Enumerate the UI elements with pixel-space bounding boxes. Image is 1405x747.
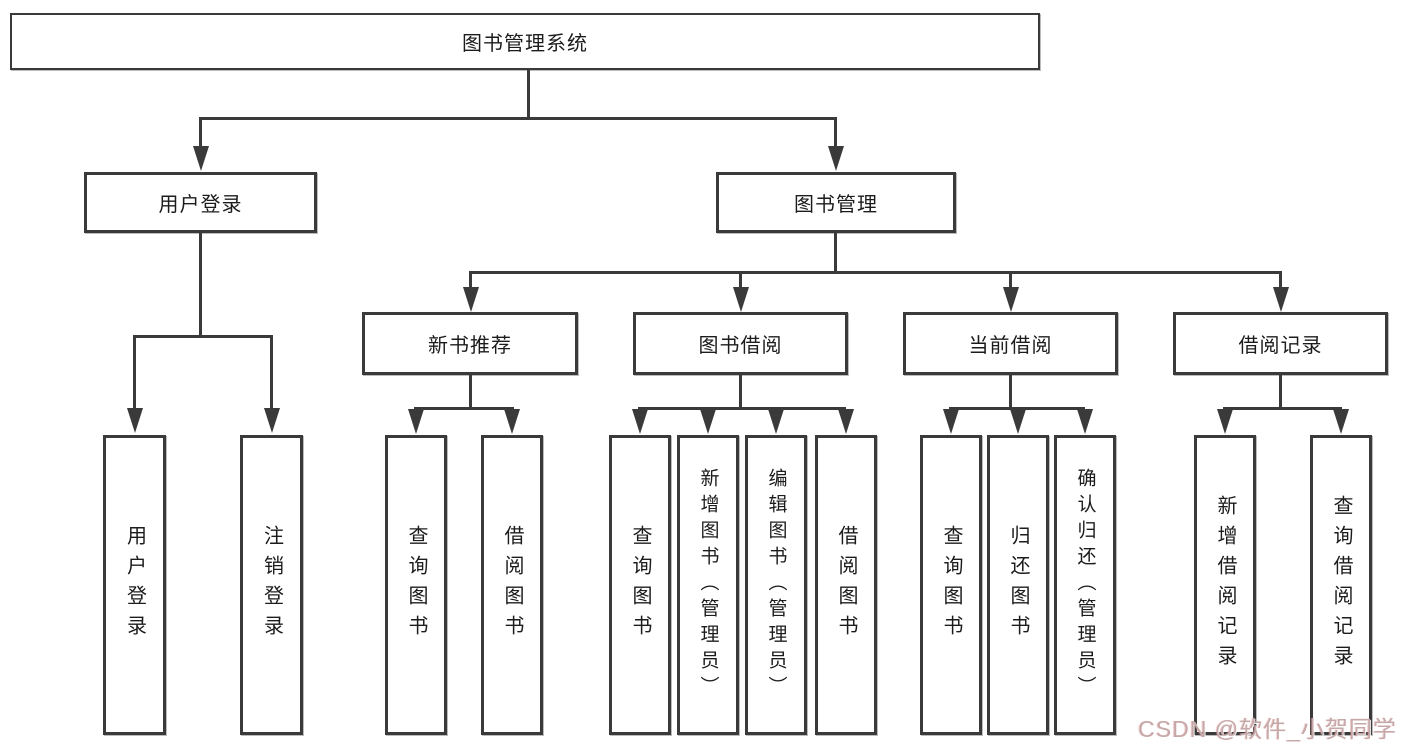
leaf-query-books: 查询图书 <box>920 435 982 735</box>
arrow-down-icon <box>263 408 280 433</box>
connector-line <box>638 407 846 410</box>
connector-line <box>834 233 837 274</box>
arrow-down-icon <box>408 409 424 434</box>
leaf-add-books-admin: 新增图书（管理员） <box>677 435 739 735</box>
connector-line <box>414 407 514 410</box>
leaf-edit-books-admin: 编辑图书（管理员） <box>745 435 807 735</box>
connector-line <box>270 335 273 409</box>
leaf-label: 新增图书（管理员） <box>697 468 719 702</box>
leaf-label: 用户登录 <box>123 525 146 645</box>
leaf-label: 归还图书 <box>1007 525 1029 645</box>
connector-line <box>527 70 530 119</box>
arrow-down-icon <box>700 409 716 434</box>
connector-line <box>199 117 202 148</box>
node-book-borrowing: 图书借阅 <box>633 312 848 375</box>
arrow-down-icon <box>827 146 844 171</box>
connector-line <box>1279 271 1282 289</box>
leaf-logout: 注销登录 <box>240 435 303 735</box>
node-label: 用户登录 <box>158 194 243 216</box>
arrow-down-icon <box>1002 287 1019 312</box>
connector-line <box>739 375 742 410</box>
connector-line <box>834 117 837 148</box>
leaf-return-books: 归还图书 <box>987 435 1049 735</box>
node-new-book-recommendation: 新书推荐 <box>362 312 578 375</box>
node-label: 借阅记录 <box>1238 335 1323 357</box>
leaf-query-books: 查询图书 <box>385 435 447 735</box>
arrow-down-icon <box>1010 409 1026 434</box>
leaf-label: 借阅图书 <box>835 525 857 645</box>
node-book-management: 图书管理 <box>716 172 956 233</box>
arrow-down-icon <box>632 409 648 434</box>
node-label: 图书借阅 <box>698 335 783 357</box>
arrow-down-icon <box>192 146 209 171</box>
leaf-label: 借阅图书 <box>501 525 523 645</box>
arrow-down-icon <box>126 408 143 433</box>
node-label: 当前借阅 <box>968 335 1053 357</box>
connector-line <box>199 117 837 120</box>
arrow-down-icon <box>462 287 479 312</box>
node-label: 图书管理系统 <box>462 33 588 55</box>
connector-line <box>133 335 273 338</box>
arrow-down-icon <box>1272 287 1289 312</box>
leaf-label: 查询借阅记录 <box>1330 495 1352 675</box>
leaf-query-borrow-record: 查询借阅记录 <box>1310 435 1372 735</box>
connector-line <box>1279 375 1282 410</box>
leaf-add-borrow-record: 新增借阅记录 <box>1194 435 1256 735</box>
node-label: 图书管理 <box>794 194 878 216</box>
connector-line <box>1009 271 1012 289</box>
arrow-down-icon <box>768 409 784 434</box>
connector-line <box>1223 407 1342 410</box>
connector-line <box>469 271 1282 274</box>
connector-line <box>199 233 202 338</box>
node-label: 新书推荐 <box>428 335 512 357</box>
arrow-down-icon <box>732 287 749 312</box>
node-current-borrowing: 当前借阅 <box>903 312 1118 375</box>
leaf-label: 查询图书 <box>629 525 651 645</box>
leaf-label: 新增借阅记录 <box>1214 495 1236 675</box>
arrow-down-icon <box>504 409 520 434</box>
arrow-down-icon <box>1077 409 1093 434</box>
leaf-user-login: 用户登录 <box>103 435 166 735</box>
leaf-label: 查询图书 <box>940 525 962 645</box>
node-user-login: 用户登录 <box>84 172 317 233</box>
leaf-query-books: 查询图书 <box>609 435 671 735</box>
node-library-management-system: 图书管理系统 <box>10 13 1040 70</box>
arrow-down-icon <box>1333 409 1349 434</box>
connector-line <box>133 335 136 409</box>
arrow-down-icon <box>1217 409 1233 434</box>
connector-line <box>469 271 472 289</box>
leaf-confirm-return-admin: 确认归还（管理员） <box>1054 435 1116 735</box>
connector-line <box>469 375 472 410</box>
leaf-label: 注销登录 <box>260 525 283 645</box>
leaf-label: 编辑图书（管理员） <box>765 468 787 702</box>
arrow-down-icon <box>838 409 854 434</box>
arrow-down-icon <box>943 409 959 434</box>
leaf-borrow-books: 借阅图书 <box>815 435 877 735</box>
leaf-label: 确认归还（管理员） <box>1074 468 1096 702</box>
connector-line <box>739 271 742 289</box>
leaf-borrow-books: 借阅图书 <box>481 435 543 735</box>
leaf-label: 查询图书 <box>405 525 427 645</box>
node-borrowing-records: 借阅记录 <box>1173 312 1388 375</box>
connector-line <box>1009 375 1012 410</box>
connector-line <box>949 407 1085 410</box>
